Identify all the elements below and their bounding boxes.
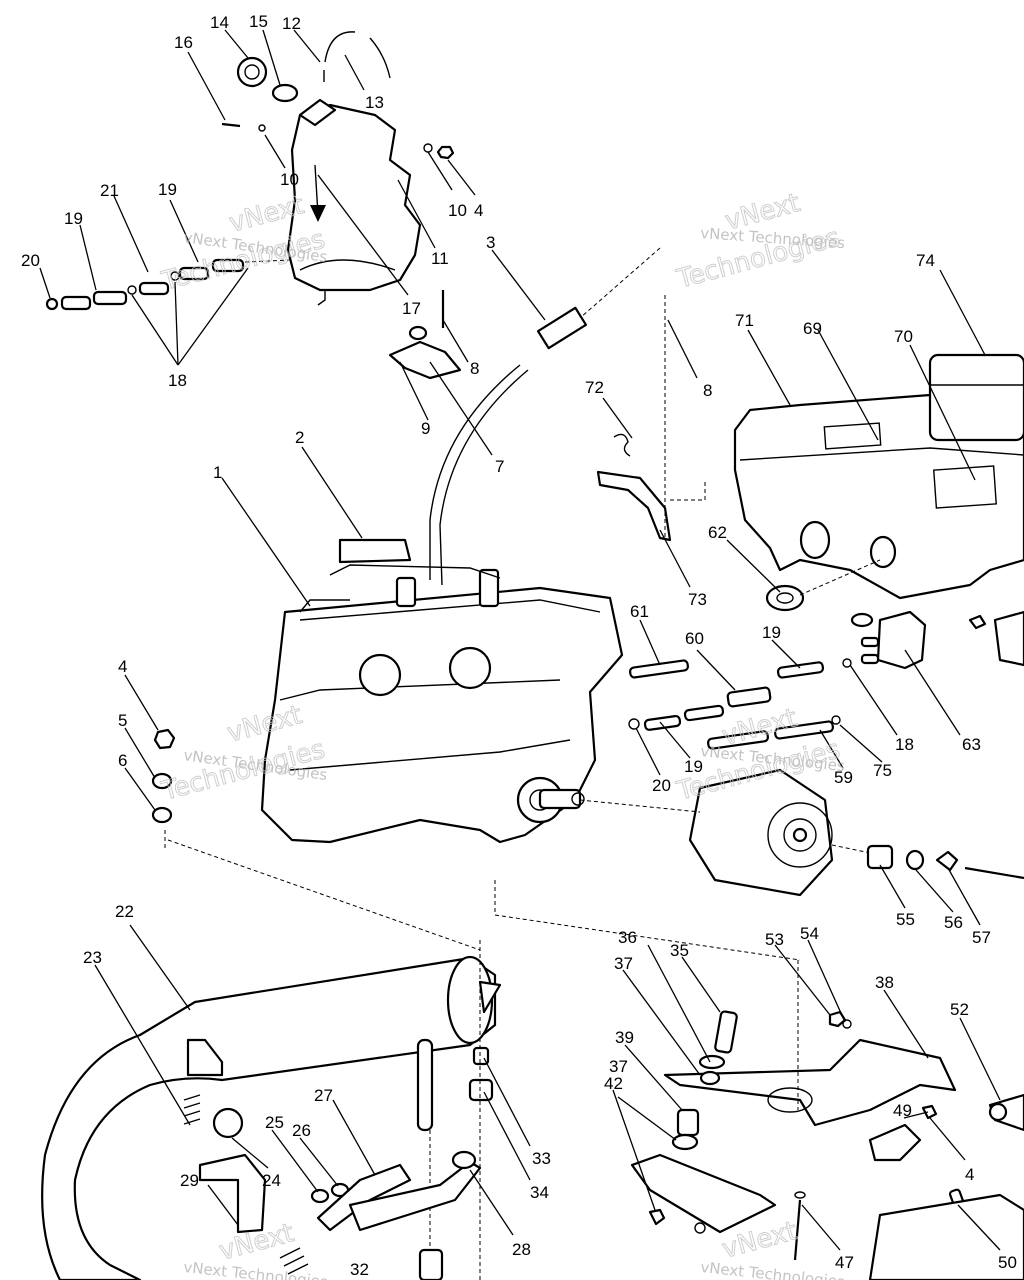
callout-39: 39 [615, 1028, 634, 1047]
callout-73: 73 [688, 590, 707, 609]
callout-4-b: 4 [118, 657, 127, 676]
callout-27: 27 [314, 1086, 333, 1105]
tank-bolt-16 [221, 122, 266, 132]
callout-16: 16 [174, 33, 193, 52]
watermark-small-5: vNext Technologies [183, 1258, 329, 1280]
callout-72: 72 [585, 378, 604, 397]
callout-23: 23 [83, 948, 102, 967]
bracket-right-edge [968, 610, 1024, 667]
callout-3: 3 [486, 233, 495, 252]
callout-11: 11 [431, 249, 449, 268]
oil-line-left [45, 258, 291, 311]
callout-18-b: 18 [895, 735, 914, 754]
fill-direction-arrow-icon [310, 205, 326, 222]
mount-bracket-42 [630, 1108, 806, 1261]
callout-4-c: 4 [965, 1165, 974, 1184]
callout-35: 35 [670, 941, 689, 960]
callout-28: 28 [512, 1240, 531, 1259]
callout-26: 26 [292, 1121, 311, 1140]
callout-53: 53 [765, 930, 784, 949]
callout-59: 59 [834, 768, 853, 787]
callout-5: 5 [118, 711, 127, 730]
callout-labels: 14 15 12 16 13 10 10 4 21 19 19 20 11 3 … [21, 12, 1017, 1279]
callout-19-d: 19 [684, 757, 703, 776]
callout-37-b: 37 [609, 1057, 628, 1076]
drive-clutch [579, 768, 1024, 897]
callout-69: 69 [803, 319, 822, 338]
oil-pump-63 [850, 610, 927, 670]
callout-19-a: 19 [158, 180, 177, 199]
mount-bolt-35 [698, 1010, 852, 1086]
callout-33: 33 [532, 1149, 551, 1168]
callout-21: 21 [100, 181, 119, 200]
callout-4-a: 4 [474, 201, 483, 220]
callout-54: 54 [800, 924, 819, 943]
callout-36: 36 [618, 928, 637, 947]
callout-19-b: 19 [64, 209, 83, 228]
callout-8-a: 8 [470, 359, 479, 378]
callout-38: 38 [875, 973, 894, 992]
callout-37-a: 37 [614, 954, 633, 973]
engine-mount-nut-4 [151, 728, 481, 951]
tank-bracket-9 [388, 290, 462, 380]
callout-13: 13 [365, 93, 384, 112]
oil-tank-cap [236, 56, 299, 103]
oil-tank [286, 98, 422, 306]
callout-20-a: 20 [21, 251, 40, 270]
callout-17: 17 [402, 299, 421, 318]
callout-70: 70 [894, 327, 913, 346]
callout-61: 61 [630, 602, 649, 621]
callout-15: 15 [249, 12, 268, 31]
callout-19-c: 19 [762, 623, 781, 642]
callout-25: 25 [265, 1113, 284, 1132]
air-box-bracket [596, 295, 706, 542]
throttle-cable [429, 247, 661, 586]
leader-lines [39, 29, 1001, 1251]
callout-32: 32 [350, 1260, 369, 1279]
exhaust-silencer [41, 955, 502, 1280]
callout-52: 52 [950, 1000, 969, 1019]
callout-63: 63 [962, 735, 981, 754]
callout-74: 74 [916, 251, 935, 270]
engine-plate-38 [494, 880, 957, 1127]
callout-71: 71 [735, 311, 754, 330]
exhaust-hardware [198, 940, 494, 1280]
callout-8-b: 8 [703, 381, 712, 400]
oil-line-right [628, 658, 852, 750]
watermark-small-6: vNext Technologies [700, 1258, 846, 1280]
tank-nut-4 [423, 143, 455, 160]
callout-34: 34 [530, 1183, 549, 1202]
callout-9: 9 [421, 419, 430, 438]
callout-14: 14 [210, 13, 229, 32]
callout-2: 2 [295, 428, 304, 447]
callout-57: 57 [972, 928, 991, 947]
callout-12: 12 [282, 14, 301, 33]
callout-7: 7 [495, 457, 504, 476]
callout-60: 60 [685, 629, 704, 648]
callout-1: 1 [213, 463, 222, 482]
engine-block [260, 538, 624, 844]
callout-75: 75 [873, 761, 892, 780]
mount-hardware-right [868, 1093, 1024, 1280]
callout-62: 62 [708, 523, 727, 542]
callout-20-b: 20 [652, 776, 671, 795]
callout-47: 47 [835, 1253, 854, 1272]
callout-18-a: 18 [168, 371, 187, 390]
callout-55: 55 [896, 910, 915, 929]
callout-24: 24 [262, 1171, 281, 1190]
air-box [733, 353, 1024, 600]
callout-50: 50 [998, 1253, 1017, 1272]
callout-6: 6 [118, 751, 127, 770]
callout-56: 56 [944, 913, 963, 932]
callout-10-a: 10 [280, 170, 299, 189]
callout-42: 42 [604, 1074, 623, 1093]
callout-29: 29 [180, 1171, 199, 1190]
callout-22: 22 [115, 902, 134, 921]
callout-49: 49 [893, 1101, 912, 1120]
grommet-62 [765, 559, 881, 612]
callout-10-b: 10 [448, 201, 467, 220]
vent-hose [323, 31, 391, 82]
